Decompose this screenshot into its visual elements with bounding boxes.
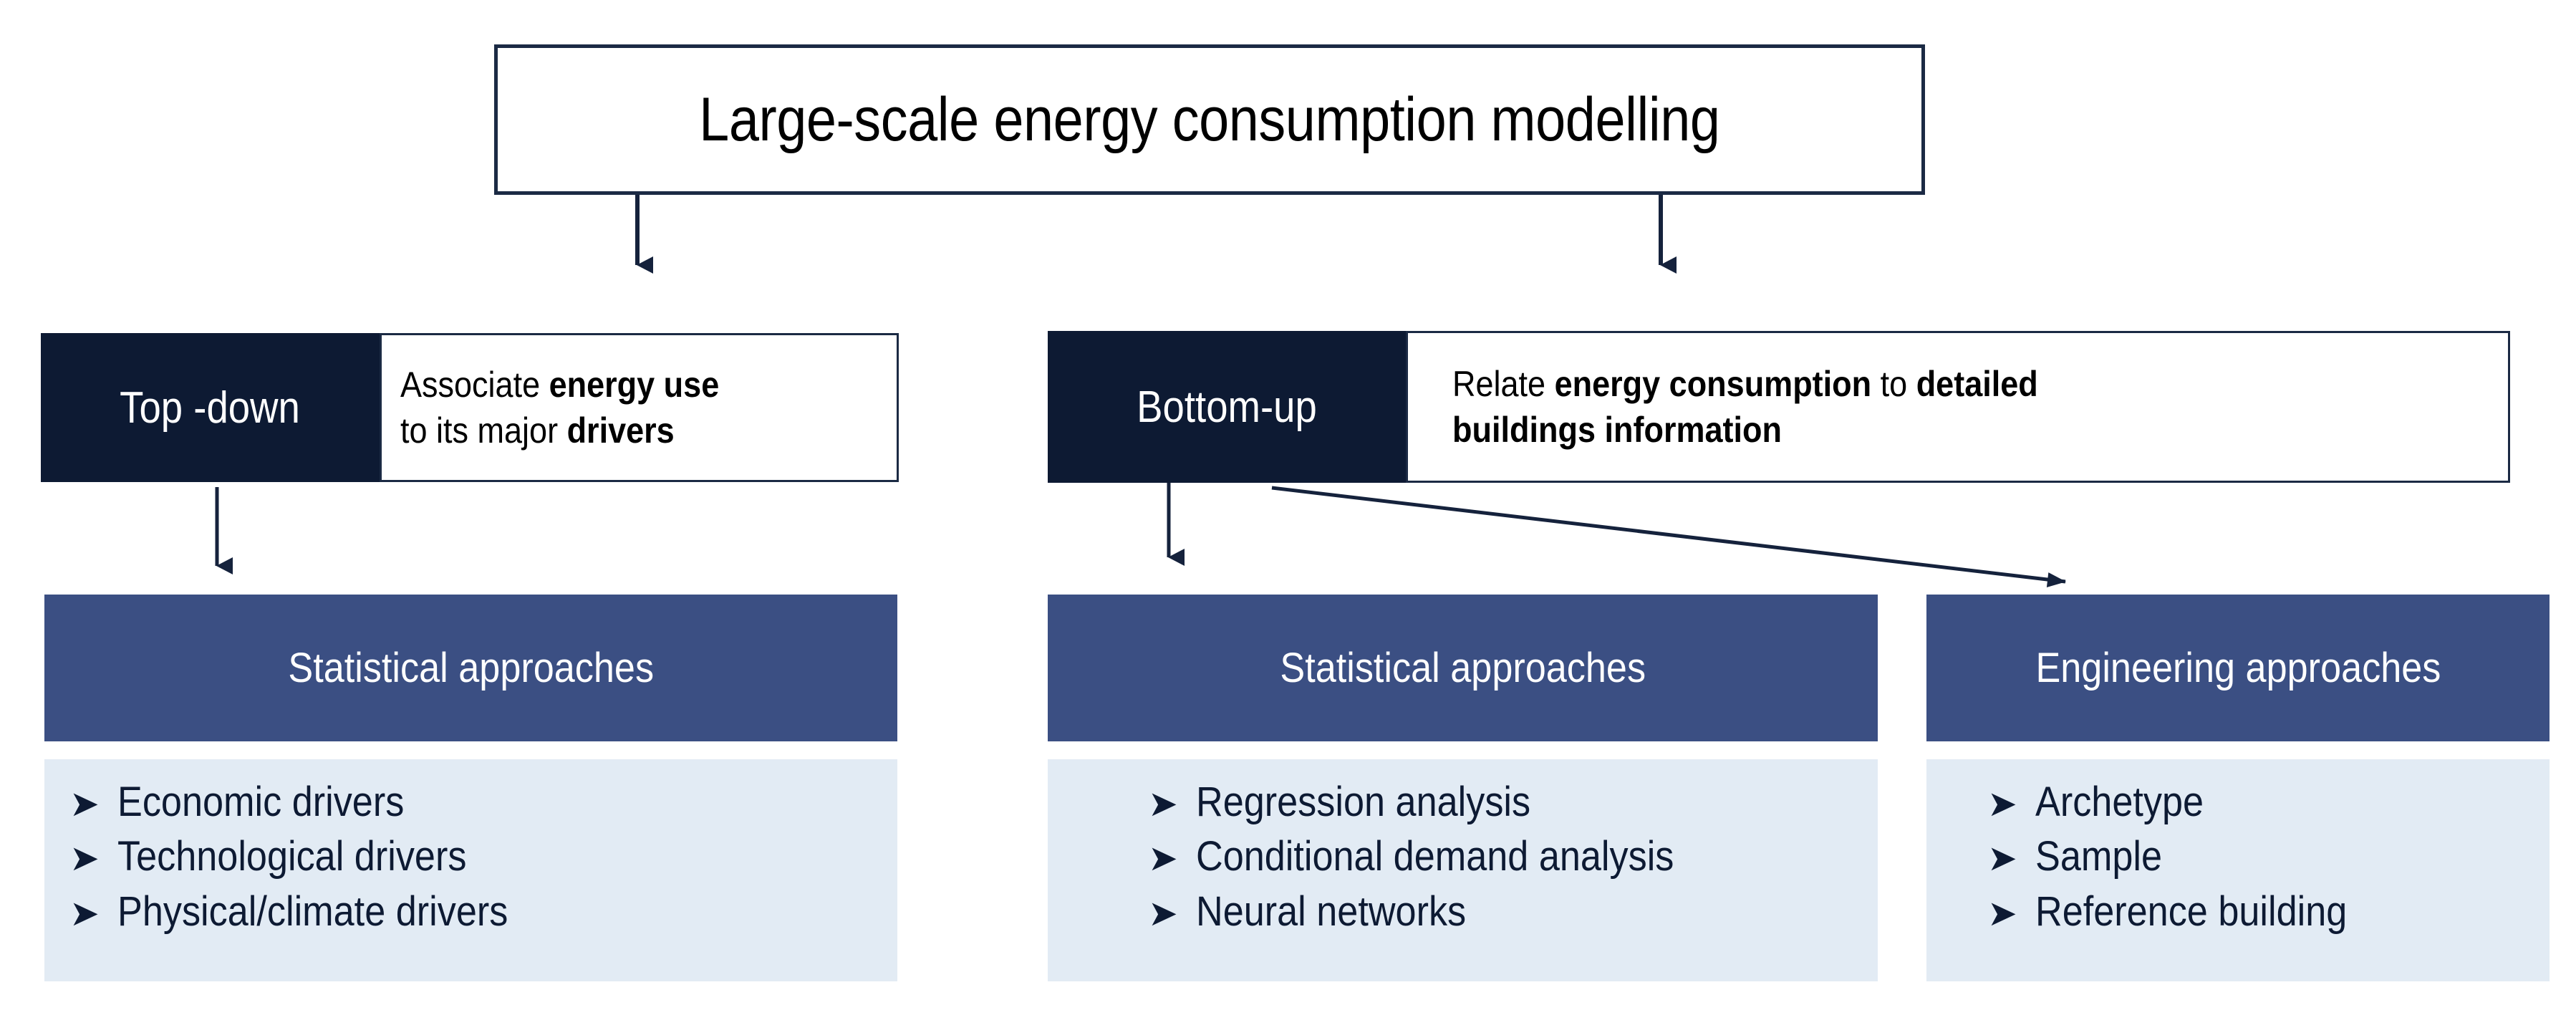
list-item: ➤ Technological drivers: [52, 829, 897, 884]
approach-description-top-down: Associate energy use to its major driver…: [380, 333, 899, 482]
column-bottomup-engineering: Engineering approaches ➤ Archetype ➤ Sam…: [1926, 595, 2550, 981]
approach-tag-top-down: Top -down: [41, 333, 380, 482]
list-item: ➤ Conditional demand analysis: [1130, 829, 1878, 884]
list-item: ➤ Physical/climate drivers: [52, 885, 897, 939]
list-item-label: Reference building: [2035, 887, 2348, 935]
arrow-bullet-icon: ➤: [69, 838, 100, 879]
list-item-label: Neural networks: [1196, 887, 1467, 935]
arrow-bullet-icon: ➤: [1148, 784, 1178, 824]
approach-tag-bottom-up: Bottom-up: [1048, 331, 1406, 483]
column-header-label: Statistical approaches: [288, 645, 654, 691]
list-item-label: Physical/climate drivers: [117, 887, 508, 935]
column-header-statistical-approaches: Statistical approaches: [44, 595, 897, 741]
root-node-title-box: Large-scale energy consumption modelling: [494, 44, 1925, 195]
list-item-label: Technological drivers: [117, 833, 467, 880]
approach-description-line-2: to its major drivers: [400, 410, 675, 451]
approach-description-line-2: buildings information: [1452, 410, 1782, 450]
column-header-statistical-approaches: Statistical approaches: [1048, 595, 1878, 741]
approach-description-bottom-up: Relate energy consumption to detailed bu…: [1406, 331, 2510, 483]
list-item-label: Sample: [2035, 833, 2162, 880]
list-item-label: Economic drivers: [117, 779, 405, 825]
list-item-label: Regression analysis: [1196, 779, 1531, 825]
column-bottomup-statistical: Statistical approaches ➤ Regression anal…: [1048, 595, 1878, 981]
arrow-bullet-icon: ➤: [1987, 784, 2017, 824]
arrow-bullet-icon: ➤: [1148, 838, 1178, 879]
list-item: ➤ Sample: [1969, 829, 2550, 884]
approach-description-line-1: Relate energy consumption to detailed: [1452, 364, 2038, 404]
approach-node-top-down: Top -down Associate energy use to its ma…: [41, 333, 899, 482]
approach-node-bottom-up: Bottom-up Relate energy consumption to d…: [1048, 331, 2510, 483]
connector-bottomup-to-engineering: [1271, 486, 2066, 587]
approach-tag-label: Top -down: [120, 383, 301, 433]
list-item: ➤ Neural networks: [1130, 885, 1878, 939]
approach-description-line-1: Associate energy use: [400, 365, 720, 405]
column-topdown-statistical: Statistical approaches ➤ Economic driver…: [44, 595, 897, 981]
page-title: Large-scale energy consumption modelling: [699, 85, 1720, 154]
list-item: ➤ Economic drivers: [52, 775, 897, 829]
arrow-bullet-icon: ➤: [1148, 893, 1178, 933]
list-item-label: Conditional demand analysis: [1196, 833, 1674, 880]
list-item: ➤ Reference building: [1969, 885, 2550, 939]
approach-tag-label: Bottom-up: [1137, 382, 1317, 432]
column-header-engineering-approaches: Engineering approaches: [1926, 595, 2550, 741]
list-item: ➤ Archetype: [1969, 775, 2550, 829]
list-item-label: Archetype: [2035, 779, 2204, 825]
arrow-bullet-icon: ➤: [69, 893, 100, 933]
column-header-label: Statistical approaches: [1280, 645, 1646, 691]
arrow-bullet-icon: ➤: [69, 784, 100, 824]
column-header-label: Engineering approaches: [2035, 645, 2441, 691]
column-list-bottomup-statistical: ➤ Regression analysis ➤ Conditional dema…: [1048, 759, 1878, 981]
arrow-bullet-icon: ➤: [1987, 838, 2017, 879]
column-list-bottomup-engineering: ➤ Archetype ➤ Sample ➤ Reference buildin…: [1926, 759, 2550, 981]
column-list-topdown-statistical: ➤ Economic drivers ➤ Technological drive…: [44, 759, 897, 981]
arrow-bullet-icon: ➤: [1987, 893, 2017, 933]
list-item: ➤ Regression analysis: [1130, 775, 1878, 829]
